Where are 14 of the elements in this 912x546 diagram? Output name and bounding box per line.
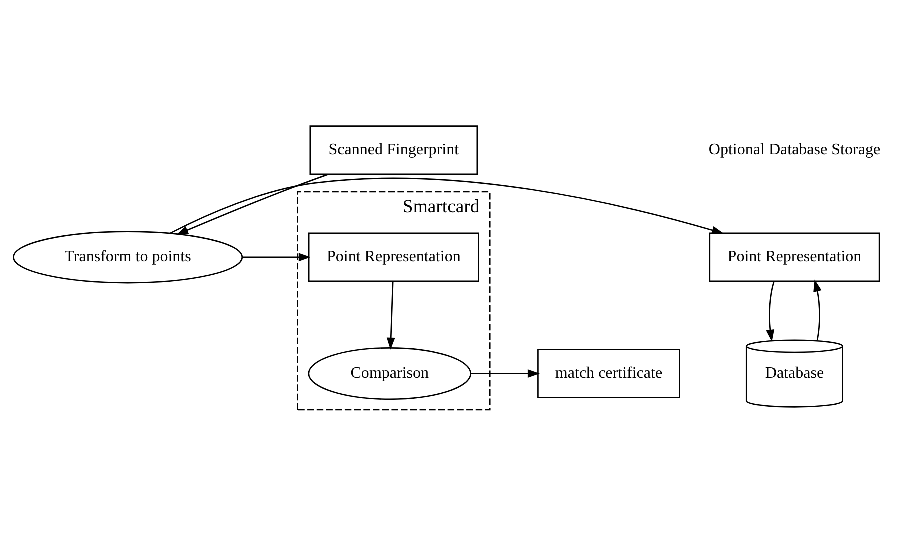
arrow — [766, 281, 775, 342]
node-box: Point Representation — [308, 232, 480, 282]
node-box: Point Representation — [709, 232, 880, 282]
node-ellipse: Comparison — [308, 346, 472, 400]
arrow — [386, 281, 396, 350]
label: Optional Database Storage — [708, 141, 881, 158]
arrow — [176, 173, 329, 235]
node-ellipse: Transform to points — [12, 230, 244, 284]
node-box: match certificate — [538, 348, 680, 398]
arrow — [242, 252, 311, 262]
arrow — [170, 177, 724, 234]
node-box: Scanned Fingerprint — [310, 125, 478, 175]
arrow — [471, 369, 540, 378]
arrow — [814, 279, 822, 340]
